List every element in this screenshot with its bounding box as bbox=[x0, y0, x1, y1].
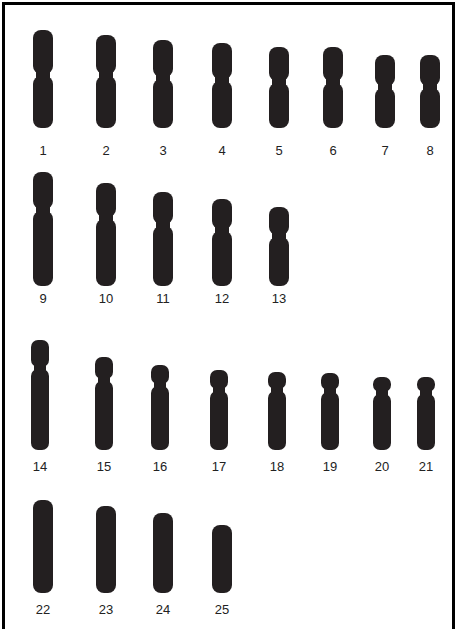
chromosome bbox=[268, 372, 286, 450]
chromosome bbox=[420, 55, 440, 128]
chromosome bbox=[96, 506, 116, 593]
chromosome bbox=[212, 199, 232, 286]
chromosome bbox=[417, 377, 435, 450]
chromosome bbox=[96, 183, 116, 286]
chromosome-number: 2 bbox=[102, 144, 109, 157]
chromosome-number: 11 bbox=[156, 292, 170, 305]
chromosome bbox=[153, 513, 173, 593]
chromosome-number: 12 bbox=[215, 292, 229, 305]
chromosome bbox=[269, 47, 289, 128]
chromosome-number: 21 bbox=[419, 460, 433, 473]
chromosome bbox=[33, 172, 53, 286]
chromosome bbox=[153, 40, 173, 128]
chromosome-number: 17 bbox=[212, 460, 226, 473]
chromosome-number: 16 bbox=[153, 460, 167, 473]
chromosome-number: 13 bbox=[272, 292, 286, 305]
chromosome-number: 10 bbox=[99, 292, 113, 305]
chromosome bbox=[373, 377, 391, 450]
chromosome-number: 14 bbox=[33, 460, 47, 473]
chromosome bbox=[212, 525, 232, 593]
chromosome-number: 24 bbox=[156, 603, 170, 616]
chromosome-number: 7 bbox=[381, 144, 388, 157]
chromosome bbox=[375, 55, 395, 128]
chromosome-number: 19 bbox=[323, 460, 337, 473]
chromosome bbox=[153, 192, 173, 286]
chromosome bbox=[323, 47, 343, 128]
chromosome bbox=[210, 370, 228, 450]
chromosome-number: 15 bbox=[97, 460, 111, 473]
chromosome-number: 18 bbox=[270, 460, 284, 473]
chromosome bbox=[31, 340, 49, 450]
chromosome-number: 25 bbox=[215, 603, 229, 616]
chromosome-number: 22 bbox=[36, 603, 50, 616]
chromosome-number: 23 bbox=[99, 603, 113, 616]
chromosome bbox=[96, 35, 116, 128]
chromosome bbox=[269, 207, 289, 286]
chromosome bbox=[95, 357, 113, 450]
chromosome-number: 4 bbox=[218, 144, 225, 157]
chromosome bbox=[151, 365, 169, 450]
chromosome bbox=[212, 43, 232, 128]
chromosome-number: 8 bbox=[426, 144, 433, 157]
chromosome bbox=[33, 30, 53, 128]
chromosome bbox=[321, 373, 339, 450]
chromosome-number: 3 bbox=[159, 144, 166, 157]
chromosome-number: 6 bbox=[329, 144, 336, 157]
chromosome-number: 20 bbox=[375, 460, 389, 473]
chromosome bbox=[33, 500, 53, 593]
chromosome-number: 5 bbox=[275, 144, 282, 157]
chromosome-number: 9 bbox=[39, 292, 46, 305]
chromosome-number: 1 bbox=[39, 144, 46, 157]
